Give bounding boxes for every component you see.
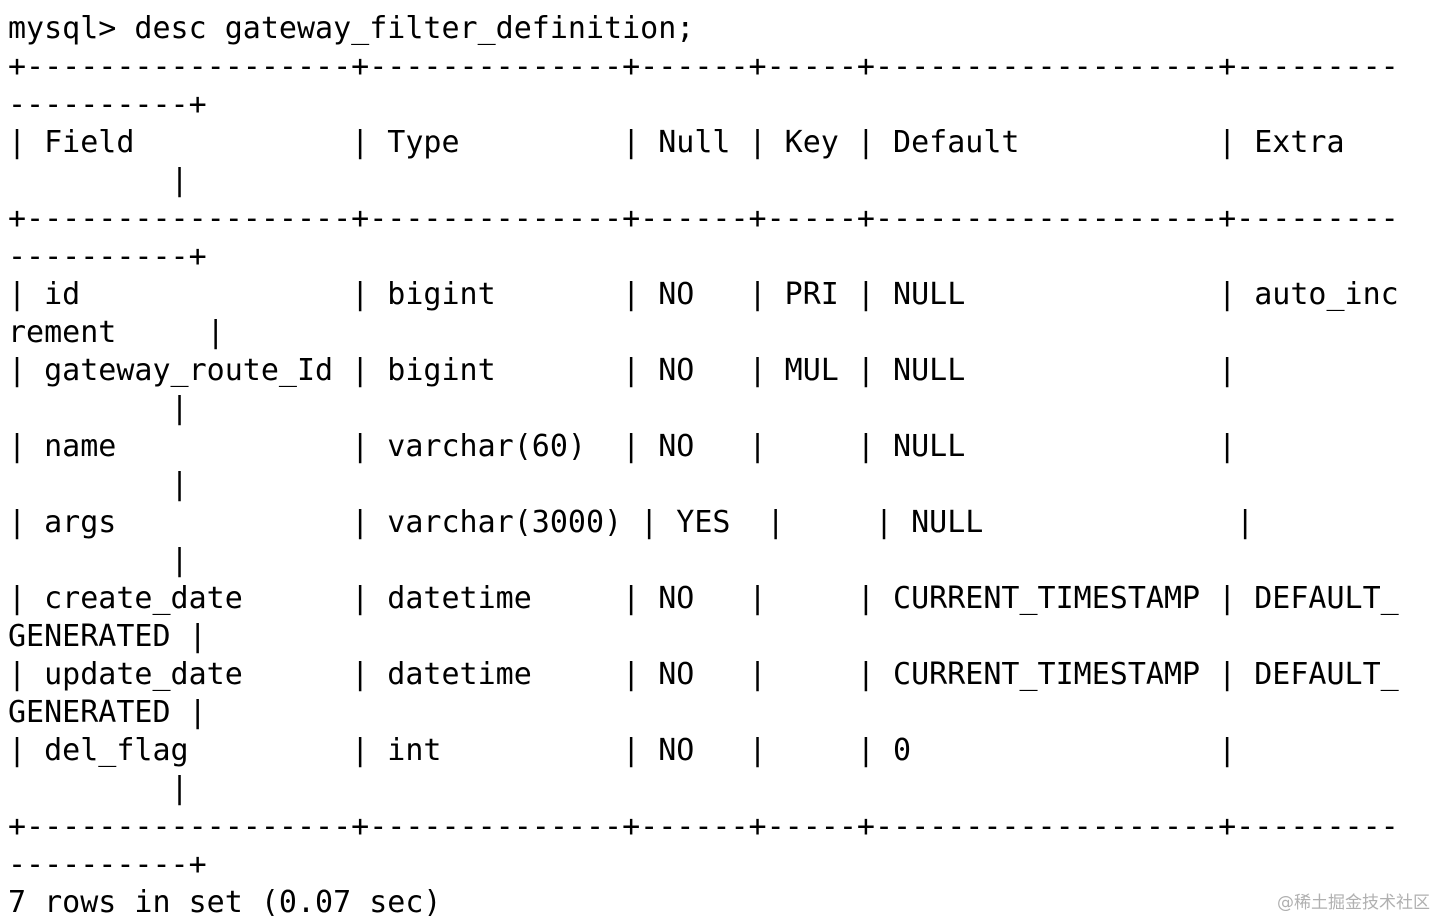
table-row: | [8,391,189,426]
table-border-line: +------------------+--------------+-----… [8,809,1399,844]
command-line: mysql> desc gateway_filter_definition; [8,11,695,46]
table-row: | name | varchar(60) | NO | | NULL | [8,429,1237,464]
table-border-line: ----------+ [8,847,207,882]
table-row: | gateway_route_Id | bigint | NO | MUL |… [8,353,1237,388]
table-row: GENERATED | [8,619,207,654]
table-header-row: | [8,163,189,198]
table-row: | [8,467,189,502]
table-border-line: ----------+ [8,239,207,274]
table-row: | del_flag | int | NO | | 0 | [8,733,1237,768]
table-border-line: ----------+ [8,87,207,122]
table-border-line: +------------------+--------------+-----… [8,201,1399,236]
table-row: | args | varchar(3000) | YES | | NULL | [8,505,1255,540]
table-row: | update_date | datetime | NO | | CURREN… [8,657,1399,692]
result-summary: 7 rows in set (0.07 sec) [8,885,442,919]
table-row: rement | [8,315,225,350]
watermark: @稀土掘金技术社区 [1277,893,1430,913]
table-row: | id | bigint | NO | PRI | NULL | auto_i… [8,277,1399,312]
table-border-line: +------------------+--------------+-----… [8,49,1399,84]
table-row: | [8,543,189,578]
table-row: | [8,771,189,806]
terminal-output: mysql> desc gateway_filter_definition; +… [8,10,1428,919]
table-header-row: | Field | Type | Null | Key | Default | … [8,125,1345,160]
table-row: | create_date | datetime | NO | | CURREN… [8,581,1399,616]
table-row: GENERATED | [8,695,207,730]
